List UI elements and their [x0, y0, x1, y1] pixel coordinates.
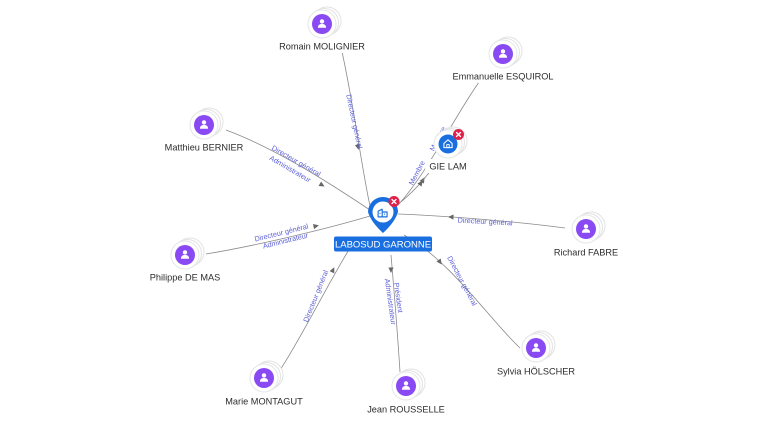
relation-edge [403, 234, 521, 349]
node-label: Jean ROUSSELLE [367, 404, 445, 414]
person-avatar [396, 376, 416, 396]
person-node[interactable]: Marie MONTAGUT [223, 360, 305, 408]
person-node[interactable]: Richard FABRE [547, 211, 625, 259]
relation-label: Directeur général [457, 216, 513, 228]
relation-arrow-icon [354, 144, 361, 150]
relation-arrow-icon [318, 181, 325, 187]
center-company-node[interactable]: LABOSUD GARONNE [334, 196, 432, 252]
person-node[interactable]: Romain MOLIGNIER [276, 6, 368, 53]
person-avatar [493, 44, 513, 64]
company-avatar [438, 134, 458, 154]
relation-edge [279, 247, 351, 371]
person-node[interactable]: Sylvia HÖLSCHER [492, 330, 580, 378]
node-label-box: Emmanuelle ESQUIROL [449, 69, 557, 83]
node-label: Matthieu BERNIER [165, 142, 244, 152]
node-label: Romain MOLIGNIER [279, 41, 365, 51]
close-icon[interactable] [388, 196, 400, 207]
center-label-box [334, 236, 432, 252]
node-label: GIE LAM [429, 161, 466, 171]
person-avatar [526, 338, 546, 358]
relation-arrow-icon [313, 223, 319, 230]
node-label: Richard FABRE [554, 247, 618, 257]
node-label-box: Marie MONTAGUT [223, 394, 305, 408]
node-label: Marie MONTAGUT [225, 396, 303, 406]
relation-edge [205, 215, 371, 255]
relation-arrow-icon [329, 267, 335, 274]
person-node[interactable]: Jean ROUSSELLE [365, 368, 447, 416]
relation-arrow-icon [417, 180, 423, 187]
relation-arrow-icon [419, 177, 425, 184]
node-label: Emmanuelle ESQUIROL [452, 71, 553, 81]
node-label-box: Romain MOLIGNIER [276, 39, 368, 53]
person-node[interactable]: Philippe DE MAS [141, 237, 229, 284]
center-label: LABOSUD GARONNE [335, 240, 431, 251]
relation-edge [397, 213, 566, 229]
person-avatar [576, 219, 596, 239]
relation-edge [390, 254, 401, 373]
person-avatar [254, 368, 274, 388]
person-node[interactable]: Emmanuelle ESQUIROL [449, 36, 557, 83]
relation-label: Directeur général [301, 268, 330, 323]
relation-arrow-icon [436, 258, 442, 265]
company-node[interactable]: GIE LAM [425, 126, 471, 173]
node-label-box: Richard FABRE [547, 245, 625, 259]
person-avatar [312, 14, 332, 34]
person-avatar [175, 245, 195, 265]
person-node[interactable]: Matthieu BERNIER [158, 107, 250, 154]
relation-arrow-icon [388, 267, 394, 273]
node-label: Philippe DE MAS [150, 272, 220, 282]
relation-label: Président [392, 282, 405, 313]
person-avatar [194, 115, 214, 135]
relation-edge [225, 129, 371, 211]
relation-label: Directeur général [344, 94, 364, 150]
node-label: Sylvia HÖLSCHER [497, 366, 575, 376]
node-label-box: Jean ROUSSELLE [365, 402, 447, 416]
node-label-box: GIE LAM [425, 159, 471, 173]
node-label-box: Matthieu BERNIER [158, 140, 250, 154]
close-icon[interactable] [453, 129, 464, 140]
relation-label: Directeur général [445, 254, 479, 307]
relation-edge [341, 51, 371, 207]
node-label-box: Sylvia HÖLSCHER [492, 364, 580, 378]
node-label-box: Philippe DE MAS [141, 270, 229, 284]
relation-arrow-icon [448, 214, 454, 220]
